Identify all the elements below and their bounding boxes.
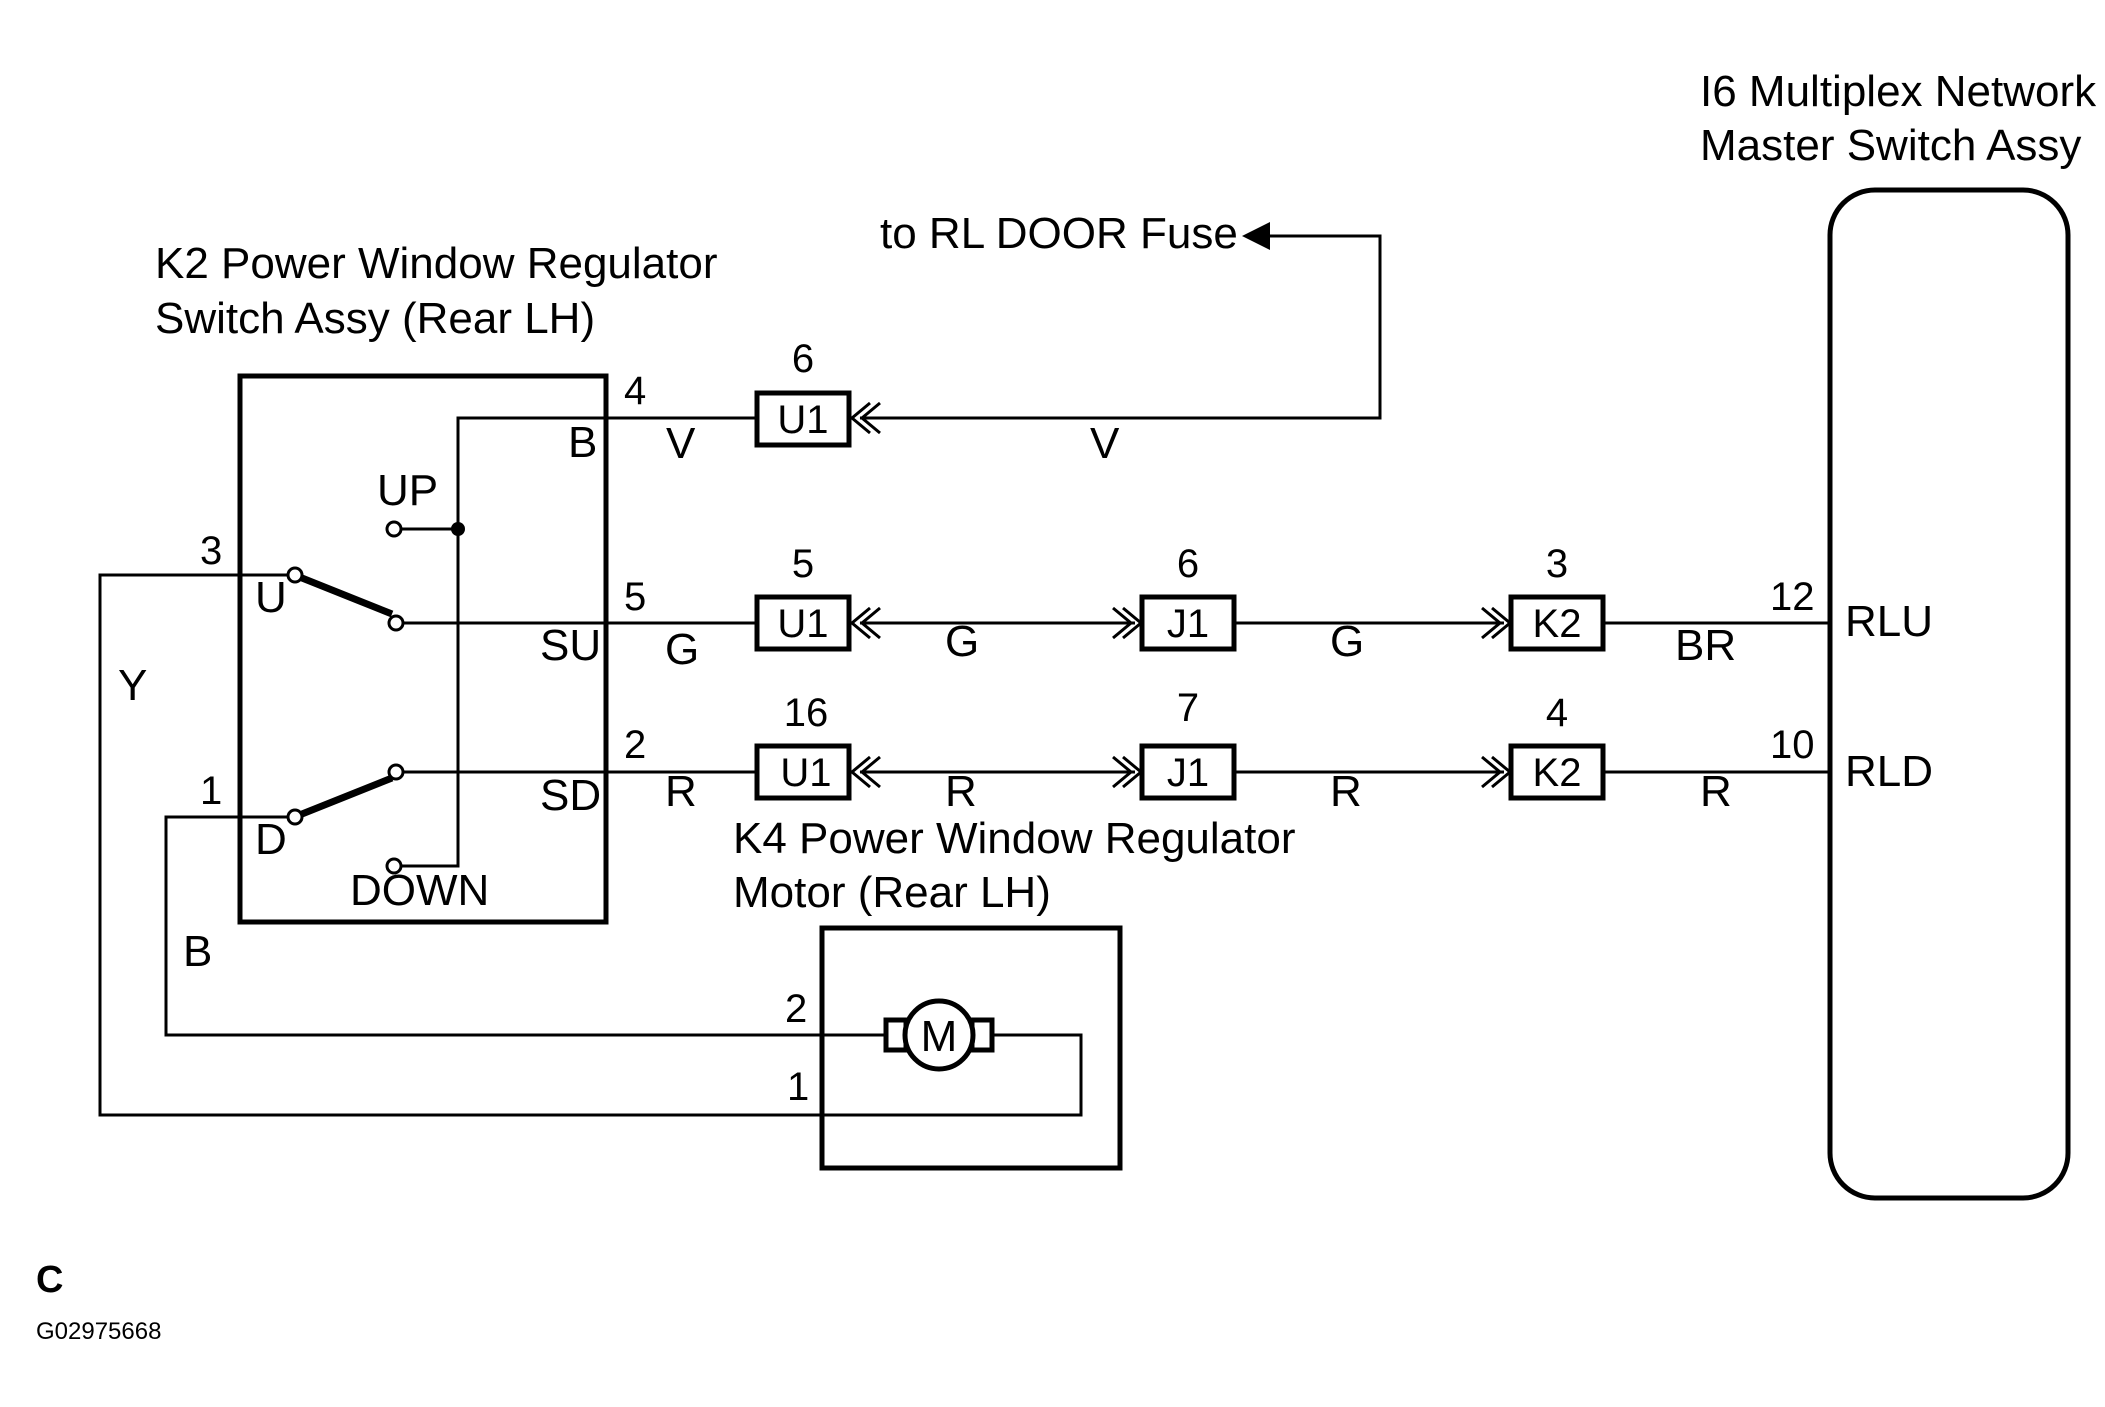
master-switch-title-line1: I6 Multiplex Network [1700, 67, 2097, 116]
wire-color-r4: R [1700, 767, 1732, 816]
sd-contact [387, 763, 405, 781]
connector-u1-top: U1 6 [754, 337, 881, 448]
connector-j1-bot: J1 7 [1112, 686, 1237, 801]
switch-assy-title-line1: K2 Power Window Regulator [155, 239, 717, 288]
b-rail-line [402, 416, 606, 868]
connector-k2-bot-name: K2 [1533, 751, 1582, 795]
master-switch: I6 Multiplex Network Master Switch Assy … [1700, 67, 2097, 1201]
fuse-arrow-icon [1242, 222, 1270, 250]
connector-u1-top-name: U1 [777, 398, 828, 442]
connector-k2-mid: K2 3 [1481, 542, 1606, 652]
switch-assy-title-line2: Switch Assy (Rear LH) [155, 294, 595, 343]
y-wire [98, 573, 1083, 1117]
junction-dot [451, 522, 465, 536]
connector-k2-bot: K2 4 [1481, 691, 1606, 801]
switch-pin-4: 4 [624, 369, 646, 413]
terminal-sd-label: SD [540, 771, 601, 820]
switch-pin-2: 2 [624, 723, 646, 767]
connector-k2-mid-pin: 3 [1546, 542, 1568, 586]
motor-pin-2: 2 [785, 987, 807, 1031]
figure-id: G02975668 [36, 1318, 161, 1345]
motor-icon [902, 998, 976, 1072]
motor-pin-1: 1 [787, 1065, 809, 1109]
wire-color-v2: V [1090, 419, 1120, 468]
footer-code: C [36, 1259, 63, 1301]
fuse-ref-label: to RL DOOR Fuse [880, 209, 1238, 258]
connector-k2-bot-pin: 4 [1546, 691, 1568, 735]
b-wire [164, 815, 886, 1037]
master-pin-12: 12 [1770, 575, 1815, 619]
wire-color-g1: G [665, 625, 699, 674]
wire-color-y: Y [118, 661, 147, 710]
wire-color-r1: R [665, 767, 697, 816]
terminal-su-label: SU [540, 621, 601, 670]
terminal-rld-label: RLD [1845, 747, 1933, 796]
connector-j1-bot-pin: 7 [1177, 686, 1199, 730]
motor-body [819, 925, 1123, 1171]
motor-symbol: M [921, 1012, 958, 1061]
connector-u1-bot-name: U1 [780, 751, 831, 795]
connector-k2-mid-name: K2 [1533, 602, 1582, 646]
up-label: UP [377, 466, 438, 515]
connector-j1-mid: J1 6 [1112, 542, 1237, 652]
motor-title-line1: K4 Power Window Regulator [733, 814, 1295, 863]
switch-pin-3: 3 [200, 529, 222, 573]
switch-pin-1: 1 [200, 769, 222, 813]
d-switch-blade [300, 774, 394, 818]
wire-color-r3: R [1330, 767, 1362, 816]
d-pivot [286, 808, 304, 826]
connector-j1-mid-name: J1 [1167, 602, 1209, 646]
connector-j1-bot-name: J1 [1167, 751, 1209, 795]
wire-color-g3: G [1330, 617, 1364, 666]
connector-j1-mid-pin: 6 [1177, 542, 1199, 586]
master-switch-title-line2: Master Switch Assy [1700, 121, 2081, 170]
terminal-rlu-label: RLU [1845, 597, 1933, 646]
v-wire-right [860, 234, 1382, 420]
up-contact [385, 520, 403, 538]
connector-u1-top-pin: 6 [792, 337, 814, 381]
connector-u1-bot-pin: 16 [784, 691, 829, 735]
down-contact [385, 857, 403, 875]
wire-color-r2: R [945, 767, 977, 816]
contact-u-label: U [255, 573, 287, 622]
connector-u1-mid-pin: 5 [792, 542, 814, 586]
contact-d-label: D [255, 815, 287, 864]
switch-pin-5: 5 [624, 575, 646, 619]
terminal-b-label: B [568, 418, 597, 467]
wire-color-v1: V [666, 419, 696, 468]
u-switch-blade [300, 574, 394, 618]
wire-color-br: BR [1675, 621, 1736, 670]
u-pivot [286, 566, 304, 584]
master-switch-body [1827, 187, 2071, 1201]
wire-color-b: B [183, 927, 212, 976]
motor-title-line2: Motor (Rear LH) [733, 868, 1051, 917]
connector-u1-bot: U1 16 [754, 691, 881, 801]
switch-assy: K2 Power Window Regulator Switch Assy (R… [100, 239, 757, 925]
master-pin-10: 10 [1770, 723, 1815, 767]
connector-u1-mid-name: U1 [777, 602, 828, 646]
switch-assy-body [237, 373, 609, 925]
connector-u1-mid: U1 5 [754, 542, 881, 652]
down-label: DOWN [350, 866, 489, 915]
motor: K4 Power Window Regulator Motor (Rear LH… [733, 814, 1295, 1171]
su-contact [387, 614, 405, 632]
wire-color-g2: G [945, 617, 979, 666]
